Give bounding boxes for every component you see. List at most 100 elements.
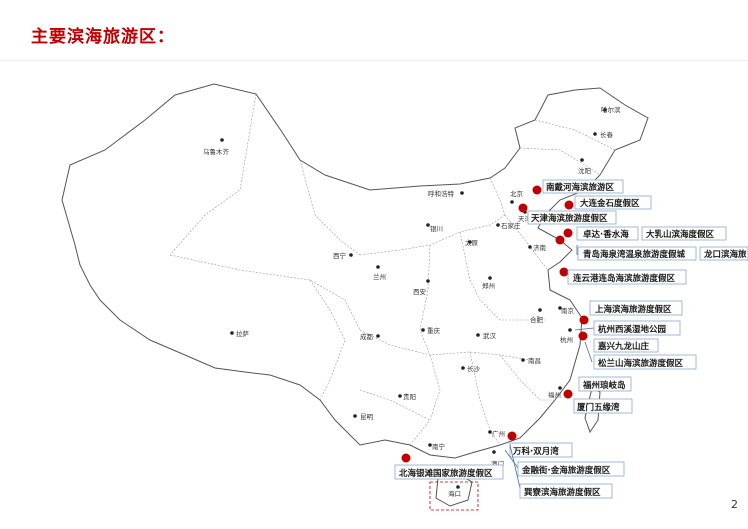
city-dot-changchun [593, 132, 597, 136]
city-label-tianjin: 天津 [518, 215, 532, 223]
resort-label-jiulong: 嘉兴九龙山庄 [597, 341, 650, 352]
city-dot-nanchang [521, 358, 525, 362]
resort-label-box-nandaihe[interactable] [542, 179, 624, 194]
city-label-changchun: 长春 [600, 130, 614, 139]
resort-label-box-songlan[interactable] [593, 354, 697, 370]
city-dot-lhasa [230, 331, 234, 335]
resort-label-box-jinsha[interactable] [517, 461, 625, 477]
resort-label-wanke: 万科·双月湾 [512, 446, 559, 457]
city-label-hohhot: 呼和浩特 [428, 189, 455, 198]
city-label-chongqing: 重庆 [427, 326, 441, 335]
resort-label-box-qingdao[interactable] [577, 246, 697, 261]
city-label-urumqi: 乌鲁木齐 [203, 147, 230, 156]
city-dot-chengdu [376, 334, 380, 338]
city-label-xining: 西宁 [333, 251, 347, 260]
city-dot-changsha [461, 366, 465, 370]
resort-dot-jiulong[interactable] [578, 331, 588, 341]
resort-label-box-huangliao[interactable] [519, 483, 613, 499]
resort-label-beihai: 北海银滩国家旅游度假区 [399, 468, 493, 479]
resort-markers: 南戴河海滨旅游区 大连金石度假区 天津海滨旅游度假区 卓达·香水海 大乳山滨海度… [394, 179, 748, 499]
resort-label-box-xixi[interactable] [593, 320, 681, 336]
city-label-chengdu: 成都 [360, 332, 374, 341]
city-label-fuzhou: 福州 [548, 390, 561, 399]
city-dot-lanzhou [376, 265, 380, 269]
resort-label-box-rushan[interactable] [641, 226, 727, 241]
title-divider [0, 60, 748, 61]
city-label-nanchang: 南昌 [528, 356, 541, 365]
page-number: 2 [731, 498, 738, 511]
city-dot-wuhan [476, 333, 480, 337]
city-dot-nanjing [558, 306, 562, 310]
city-dot-nanning [428, 443, 432, 447]
resort-label-box-lianyungang[interactable] [567, 269, 687, 285]
city-label-haikou: 海口 [448, 489, 461, 498]
resort-dot-beihai[interactable] [401, 453, 411, 463]
resort-label-box-longkou[interactable] [699, 246, 748, 261]
city-dot-xian [426, 279, 430, 283]
city-dot-urumqi [220, 138, 224, 142]
resort-label-xiamen: 厦门五缘湾 [577, 402, 620, 413]
city-label-yinchuan: 银川 [430, 224, 443, 233]
city-dot-shenyang [580, 158, 584, 162]
city-markers: 哈尔滨 长春 沈阳 乌鲁木齐 呼和浩特 北京 天津 石家庄 太原 济南 银川 西… [203, 105, 621, 498]
resort-label-box-shanghai[interactable] [589, 300, 683, 316]
city-dot-haikou [456, 485, 460, 489]
city-label-shenyang: 沈阳 [578, 166, 591, 175]
resort-label-box-xiamen[interactable] [573, 398, 633, 414]
city-label-macau: 澳门 [491, 459, 504, 468]
resort-dot-rushan[interactable] [555, 235, 565, 245]
city-dot-shijiazhuang [496, 223, 500, 227]
resort-label-lianyungang: 连云港连岛海滨旅游度假区 [573, 273, 676, 284]
city-dot-taiyuan [468, 240, 472, 244]
resort-dot-wanke[interactable] [507, 431, 517, 441]
resort-dot-weihai[interactable] [563, 228, 573, 238]
city-dot-fuzhou [558, 386, 562, 390]
resort-label-box-fuzhou-langqi[interactable] [578, 376, 632, 392]
resort-label-box-wanke[interactable] [509, 442, 573, 458]
city-dot-yinchuan [426, 223, 430, 227]
city-label-jinan: 济南 [533, 243, 547, 252]
city-dot-hefei [538, 308, 542, 312]
city-label-harbin: 哈尔滨 [601, 105, 621, 114]
city-dot-kunming [353, 414, 357, 418]
resort-dot-shanghai[interactable] [579, 315, 589, 325]
resort-label-box-jiulong[interactable] [593, 338, 659, 353]
city-dot-hohhot [460, 191, 464, 195]
resort-dot-tianjin-coast[interactable] [518, 203, 528, 213]
leader-xixi [574, 327, 595, 331]
resort-label-box-weihai[interactable] [576, 226, 639, 241]
china-outline [61, 83, 649, 459]
resort-dot-nandaihe[interactable] [532, 185, 542, 195]
city-label-lanzhou: 兰州 [373, 272, 386, 281]
south-sea-inset [429, 481, 479, 511]
province-borders [169, 93, 616, 446]
resort-label-shanghai: 上海滨海旅游度假区 [595, 304, 672, 315]
resort-label-nandaihe: 南戴河海滨旅游区 [546, 182, 615, 193]
resort-label-box-beihai[interactable] [394, 464, 504, 480]
city-dot-zhengzhou [488, 276, 492, 280]
city-label-taiyuan: 太原 [465, 238, 479, 247]
page-title: 主要滨海旅游区： [31, 27, 175, 47]
city-dot-harbin [603, 108, 607, 112]
city-label-zhengzhou: 郑州 [482, 282, 495, 290]
city-label-guiyang: 贵阳 [403, 392, 416, 401]
resort-label-xixi: 杭州西溪湿地公园 [598, 324, 666, 335]
leader-jinsha [504, 449, 519, 469]
leader-huangliao [509, 444, 521, 489]
resort-label-box-dalian[interactable] [574, 195, 652, 210]
city-label-changsha: 长沙 [467, 364, 481, 373]
resort-label-qingdao: 青岛海泉湾温泉旅游度假城 [583, 249, 686, 260]
resort-label-box-tianjin-coast[interactable] [527, 210, 617, 225]
city-label-hangzhou: 杭州 [560, 335, 573, 344]
resort-label-jinsha: 金融街·金海旅游度假区 [521, 465, 611, 476]
resort-dot-xiamen[interactable] [563, 389, 573, 399]
resort-dot-dalian[interactable] [564, 200, 574, 210]
city-dot-guangzhou [488, 430, 492, 434]
city-label-guangzhou: 广州 [492, 429, 505, 438]
city-label-hefei: 合肥 [530, 315, 544, 324]
resort-label-fuzhou-langqi: 福州琅岐岛 [582, 380, 626, 391]
city-dot-guiyang [398, 394, 402, 398]
resort-dot-lianyungang[interactable] [559, 267, 569, 277]
city-label-wuhan: 武汉 [483, 331, 497, 340]
